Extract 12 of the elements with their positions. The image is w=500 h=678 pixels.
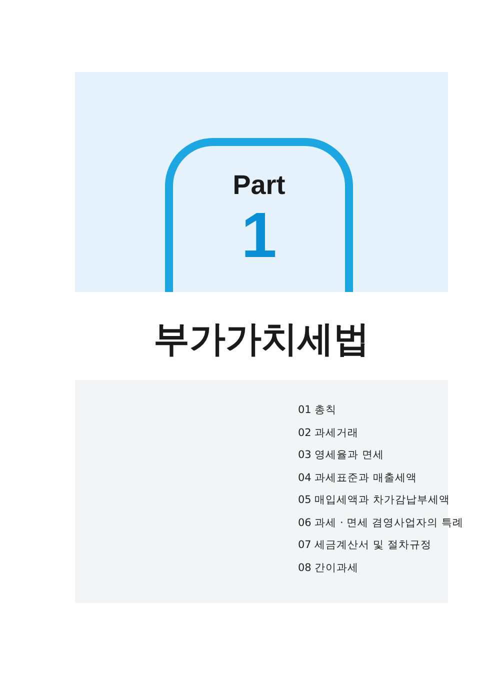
contents-item: 06 과세 · 면세 겸영사업자의 특례	[298, 516, 464, 530]
contents-item: 05 매입세액과 차가감납부세액	[298, 494, 450, 507]
contents-item: 01 총칙	[298, 404, 337, 417]
contents-item: 07 세금계산서 및 절차규정	[298, 539, 432, 552]
rounded-frame	[165, 138, 353, 292]
title: 부가가치세법	[152, 318, 370, 362]
contents-item: 03 영세율과 면세	[298, 449, 384, 462]
contents-item: 04 과세표준과 매출세액	[298, 472, 418, 484]
part-number: 1	[241, 203, 277, 267]
contents-item: 02 과세거래	[298, 426, 359, 440]
contents-item: 08 간이과세	[298, 562, 359, 574]
part-label: Part	[232, 172, 286, 199]
